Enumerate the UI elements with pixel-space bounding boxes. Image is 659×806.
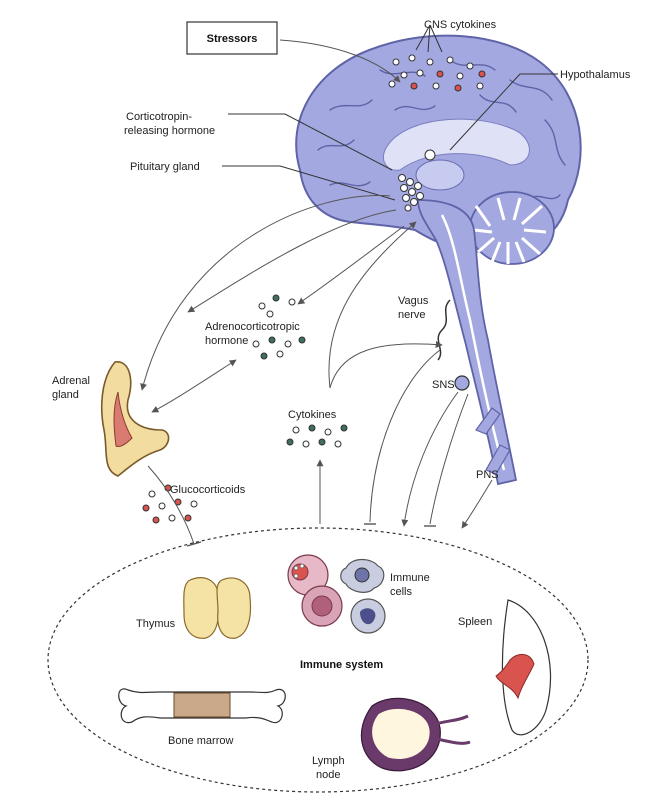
immune-cells xyxy=(287,554,386,634)
thymus-label: Thymus xyxy=(136,618,176,630)
adrenal-label-line1: Adrenal xyxy=(52,375,90,387)
bone xyxy=(118,688,286,724)
brain xyxy=(295,34,582,486)
bone-marrow-label: Bone marrow xyxy=(168,735,233,747)
corpus-callosum xyxy=(383,118,530,171)
glucocorticoids-label: Glucocorticoids xyxy=(170,484,246,496)
hypothalamus-region xyxy=(424,149,436,161)
cytokine-dots xyxy=(286,424,348,448)
immune-system-boundary xyxy=(47,527,589,793)
pituitary-cluster xyxy=(398,174,424,212)
stressors-label: Stressors xyxy=(207,33,258,45)
pituitary-label: Pituitary gland xyxy=(130,161,200,173)
crh-label-line2: releasing hormone xyxy=(124,125,215,137)
crh-label-line1: Corticotropin- xyxy=(126,111,192,123)
thalamus xyxy=(415,159,465,191)
cns-cytokine-dots xyxy=(388,54,486,92)
sns-label: SNS xyxy=(432,379,455,391)
sns-ganglion xyxy=(454,375,470,391)
cns-cytokines-label: CNS cytokines xyxy=(424,19,497,31)
vagus-label-line2: nerve xyxy=(398,309,426,321)
immune-system-label: Immune system xyxy=(300,659,383,671)
lymph-node xyxy=(360,697,471,772)
lymph-label-line2: node xyxy=(316,769,340,781)
adrenal-label-line2: gland xyxy=(52,389,79,401)
thymus xyxy=(183,577,252,639)
spleen-label: Spleen xyxy=(458,616,492,628)
cytokines-label: Cytokines xyxy=(288,409,337,421)
hypothalamus-label: Hypothalamus xyxy=(560,69,631,81)
spleen xyxy=(495,599,552,736)
lymph-label-line1: Lymph xyxy=(312,755,345,767)
acth-label-line1: Adrenocorticotropic xyxy=(205,321,300,333)
cerebellum xyxy=(469,191,555,265)
vagus-label-line1: Vagus xyxy=(398,295,429,307)
immune-cells-label-line2: cells xyxy=(390,586,413,598)
acth-label-line2: hormone xyxy=(205,335,248,347)
bone-marrow-section xyxy=(173,692,231,718)
adrenal-gland xyxy=(100,361,170,477)
immune-cells-label-line1: Immune xyxy=(390,572,430,584)
acth-dots xyxy=(252,294,306,360)
stressors-box xyxy=(186,21,278,55)
pns-label: PNS xyxy=(476,469,499,481)
